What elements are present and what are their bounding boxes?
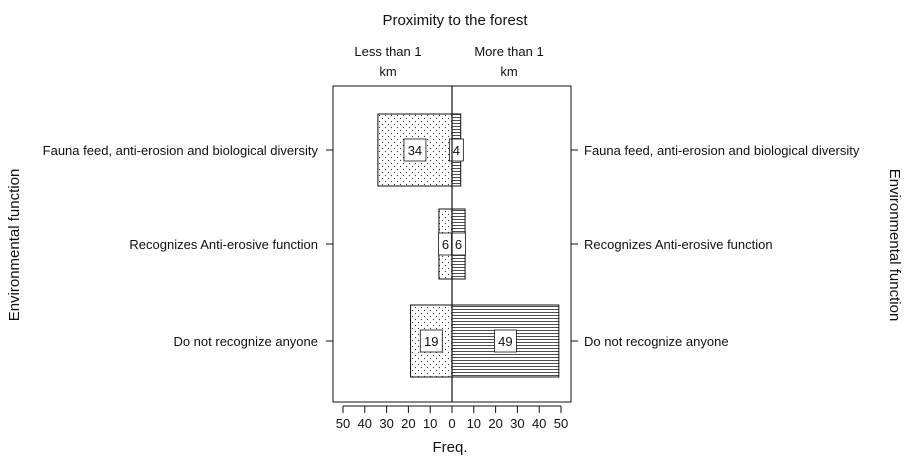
x-tick-label: 0 xyxy=(448,416,455,431)
value-label: 19 xyxy=(424,334,438,349)
bar-left xyxy=(377,113,453,187)
value-label-box xyxy=(494,329,517,353)
category-label-left: Fauna feed, anti-erosion and biological … xyxy=(43,143,319,158)
value-label-box xyxy=(403,138,427,162)
x-tick-label: 40 xyxy=(358,416,372,431)
category-label-left: Do not recognize anyone xyxy=(173,334,318,349)
chart-title: Proximity to the forest xyxy=(382,12,528,29)
value-label-box xyxy=(419,329,443,353)
series-right-label-line2: km xyxy=(500,64,517,79)
value-label: 4 xyxy=(453,143,460,158)
value-label: 49 xyxy=(498,334,512,349)
category-label-right: Fauna feed, anti-erosion and biological … xyxy=(584,143,860,158)
value-label: 6 xyxy=(442,237,449,252)
value-label: 6 xyxy=(455,237,462,252)
x-axis-label: Freq. xyxy=(432,439,467,456)
x-tick-label: 10 xyxy=(467,416,481,431)
category-label-right: Do not recognize anyone xyxy=(584,334,729,349)
x-tick-label: 10 xyxy=(423,416,437,431)
x-tick-label: 50 xyxy=(336,416,350,431)
category-label-left: Recognizes Anti-erosive function xyxy=(129,237,318,252)
x-tick-label: 20 xyxy=(488,416,502,431)
series-right-label-line1: More than 1 xyxy=(474,44,543,59)
x-tick-label: 40 xyxy=(532,416,546,431)
series-left-label-line1: Less than 1 xyxy=(354,44,421,59)
y-axis-label-left: Environmental function xyxy=(6,169,23,322)
x-tick-label: 30 xyxy=(510,416,524,431)
value-label: 34 xyxy=(408,143,422,158)
category-label-right: Recognizes Anti-erosive function xyxy=(584,237,773,252)
value-label-box xyxy=(448,138,464,162)
x-tick-label: 50 xyxy=(554,416,568,431)
series-left-label-line2: km xyxy=(379,64,396,79)
x-tick-label: 20 xyxy=(401,416,415,431)
y-axis-label-right: Environmental function xyxy=(886,169,903,322)
bar-right xyxy=(451,304,560,378)
x-tick-label: 30 xyxy=(379,416,393,431)
